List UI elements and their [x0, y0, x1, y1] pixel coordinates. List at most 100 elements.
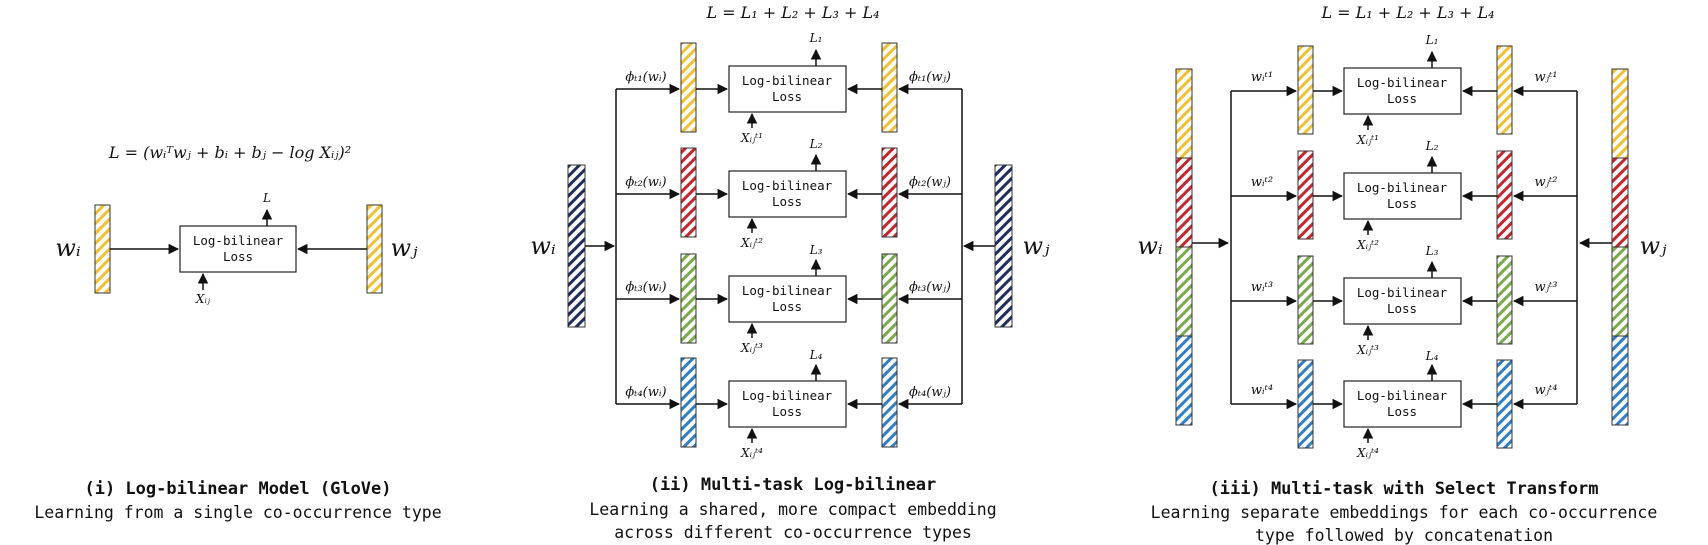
panel2-input-right: wⱼ	[1023, 232, 1051, 260]
panel3-row4-loss-box	[1343, 380, 1462, 428]
panel3-vector-wj-concat	[1611, 68, 1629, 426]
panel3-row4-right-label: wⱼᵗ⁴	[1535, 383, 1558, 398]
panel1-caption-sub: Learning from a single co-occurrence typ…	[34, 503, 441, 522]
panel3-row4-output-label: L₄	[1425, 349, 1439, 363]
panel3-row2-output-label: L₂	[1425, 139, 1439, 153]
panel3-row3-loss-box	[1343, 277, 1462, 325]
panel3-wj-seg-blue	[1611, 335, 1629, 426]
panel3-wj-seg-yellow	[1611, 68, 1629, 159]
panel2-row1-box-line2: Loss	[772, 89, 802, 104]
panel2-row1-cooc-label: Xᵢⱼᵗ¹	[740, 131, 763, 145]
panel3-row1-left-label: wᵢᵗ¹	[1251, 70, 1273, 85]
panel3-caption-sub1: Learning separate embeddings for each co…	[1151, 503, 1658, 522]
panel2-row2-right-vector	[881, 147, 898, 238]
panel1-box-line2: Loss	[223, 249, 253, 264]
panel3-wi-seg-yellow	[1175, 68, 1193, 159]
panel2-row3-cooc-label: Xᵢⱼᵗ³	[740, 341, 763, 355]
panel2-row2-loss-box	[728, 170, 847, 218]
panel1-vector-wi	[94, 204, 111, 294]
panel3-row-1: wᵢᵗ¹ Log-bilinear Loss L₁ Xᵢⱼᵗ¹ wⱼᵗ¹	[1231, 33, 1577, 147]
panel2-vector-wi	[567, 164, 586, 328]
panel3-row3-left-label: wᵢᵗ³	[1251, 280, 1273, 295]
panel3-row-3: wᵢᵗ³ Log-bilinear Loss L₃ Xᵢⱼᵗ³ wⱼᵗ³	[1231, 244, 1577, 357]
panel3-row-4: wᵢᵗ⁴ Log-bilinear Loss L₄ Xᵢⱼᵗ⁴ wⱼᵗ⁴	[1231, 349, 1577, 460]
panel3-wi-seg-blue	[1175, 335, 1193, 426]
panel2-row4-box-line1: Log-bilinear	[742, 388, 833, 403]
panel3-row2-left-vector	[1297, 150, 1314, 240]
panel3-row1-cooc-label: Xᵢⱼᵗ¹	[1356, 133, 1379, 147]
panel3-equation: L = L₁ + L₂ + L₃ + L₄	[1320, 3, 1494, 22]
panel2-row-2: ϕₜ₂(wᵢ) Log-bilinear Loss L₂ Xᵢⱼᵗ² ϕₜ₂(w…	[616, 137, 962, 250]
panel2-row1-left-vector	[680, 42, 697, 133]
panel2-row4-left-vector	[680, 357, 697, 448]
panel1-loss-box	[179, 225, 297, 273]
panel2-row4-right-vector	[881, 357, 898, 448]
panel2-caption-sub2: across different co-occurrence types	[614, 523, 972, 542]
panel2-row4-loss-box	[728, 380, 847, 428]
panel-glove: L = (wᵢᵀwⱼ + bᵢ + bⱼ − log Xᵢⱼ)² wᵢ Log-…	[34, 143, 441, 522]
panel2-row2-left-vector	[680, 147, 697, 238]
panel3-row3-right-vector	[1496, 255, 1513, 345]
panel3-wj-seg-red	[1611, 157, 1629, 248]
panel3-row1-right-label: wⱼᵗ¹	[1535, 70, 1558, 85]
panel3-wj-seg-green	[1611, 246, 1629, 337]
panel1-output-label: L	[262, 191, 271, 205]
panel2-equation: L = L₁ + L₂ + L₃ + L₄	[705, 3, 879, 22]
panel-select-transform: L = L₁ + L₂ + L₃ + L₄ wᵢ wⱼ wᵢᵗ¹ Log-bil…	[1137, 3, 1667, 545]
panel3-row4-right-vector	[1496, 359, 1513, 449]
panel2-row2-right-label: ϕₜ₂(wⱼ)	[909, 175, 951, 190]
panel2-row1-left-label: ϕₜ₁(wᵢ)	[625, 70, 666, 85]
panel3-row2-box-line2: Loss	[1387, 196, 1417, 211]
panel3-row1-loss-box	[1343, 67, 1462, 115]
panel2-row1-right-label: ϕₜ₁(wⱼ)	[909, 70, 951, 85]
panel2-row2-cooc-label: Xᵢⱼᵗ²	[740, 236, 763, 250]
panel3-row3-box-line2: Loss	[1387, 301, 1417, 316]
panel2-row4-box-line2: Loss	[772, 404, 802, 419]
panel1-input-right: wⱼ	[391, 234, 419, 262]
panel2-row3-right-label: ϕₜ₃(wⱼ)	[909, 280, 951, 295]
panel2-row-4: ϕₜ₄(wᵢ) Log-bilinear Loss L₄ Xᵢⱼᵗ⁴ ϕₜ₄(w…	[616, 348, 962, 460]
panel3-row3-left-vector	[1297, 255, 1314, 345]
panel-multitask: L = L₁ + L₂ + L₃ + L₄ wᵢ wⱼ ϕₜ₁(wᵢ) Log-…	[530, 3, 1050, 542]
panel1-input-left: wᵢ	[55, 234, 81, 262]
panel2-row1-loss-box	[728, 65, 847, 113]
panel3-caption-sub2: type followed by concatenation	[1255, 526, 1553, 545]
panel3-row2-cooc-label: Xᵢⱼᵗ²	[1356, 238, 1379, 252]
panel3-wi-seg-green	[1175, 246, 1193, 337]
panel3-vector-wi-concat	[1175, 68, 1193, 426]
panel2-row3-box-line2: Loss	[772, 299, 802, 314]
panel3-row1-output-label: L₁	[1425, 33, 1439, 47]
panel3-row1-left-vector	[1297, 45, 1314, 135]
panel2-row2-box-line2: Loss	[772, 194, 802, 209]
panel3-row4-cooc-label: Xᵢⱼᵗ⁴	[1356, 446, 1379, 460]
panel2-caption-sub1: Learning a shared, more compact embeddin…	[589, 500, 996, 519]
panel3-row2-right-vector	[1496, 150, 1513, 240]
panel3-row4-box-line2: Loss	[1387, 404, 1417, 419]
panel1-vector-wj	[366, 204, 383, 294]
panel2-row3-output-label: L₃	[809, 243, 823, 257]
panel1-caption-title: (i) Log-bilinear Model (GloVe)	[84, 479, 391, 499]
panel3-row3-right-label: wⱼᵗ³	[1535, 280, 1558, 295]
panel3-row1-box-line2: Loss	[1387, 91, 1417, 106]
panel2-row3-left-vector	[680, 253, 697, 344]
panel2-row2-left-label: ϕₜ₂(wᵢ)	[625, 175, 666, 190]
panel3-row-2: wᵢᵗ² Log-bilinear Loss L₂ Xᵢⱼᵗ² wⱼᵗ²	[1231, 139, 1577, 252]
panel3-row3-box-line1: Log-bilinear	[1357, 285, 1448, 300]
panel2-row-1: ϕₜ₁(wᵢ) Log-bilinear Loss L₁ Xᵢⱼᵗ¹ ϕₜ₁(w…	[616, 31, 962, 145]
panel3-row1-right-vector	[1496, 45, 1513, 135]
panel3-row3-output-label: L₃	[1425, 244, 1439, 258]
panel2-row3-left-label: ϕₜ₃(wᵢ)	[625, 280, 666, 295]
panel2-row4-right-label: ϕₜ₄(wⱼ)	[909, 385, 951, 400]
panel3-row2-left-label: wᵢᵗ²	[1251, 175, 1273, 190]
panel2-row4-output-label: L₄	[809, 348, 823, 362]
panel2-row1-box-line1: Log-bilinear	[742, 73, 833, 88]
panel2-row3-box-line1: Log-bilinear	[742, 283, 833, 298]
panel3-input-left: wᵢ	[1137, 232, 1163, 260]
panel3-row3-cooc-label: Xᵢⱼᵗ³	[1356, 343, 1379, 357]
panel3-row4-left-label: wᵢᵗ⁴	[1251, 383, 1273, 398]
panel3-row2-loss-box	[1343, 172, 1462, 220]
panel3-wi-seg-red	[1175, 157, 1193, 248]
panel3-row4-left-vector	[1297, 359, 1314, 449]
panel2-vector-wj	[994, 164, 1013, 328]
